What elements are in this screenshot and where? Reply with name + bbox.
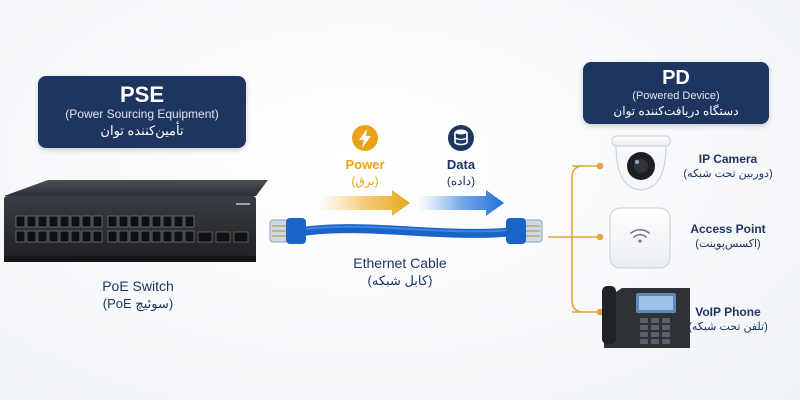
ethernet-port	[151, 230, 162, 243]
phone-key	[651, 318, 659, 323]
ethernet-port	[107, 230, 118, 243]
phone-key	[651, 339, 659, 344]
ethernet-port	[81, 230, 92, 243]
pse-subtitle-fa: تأمین‌کننده توان	[100, 123, 184, 138]
pd-subtitle: (Powered Device)	[632, 90, 720, 102]
ethernet-port	[81, 215, 92, 228]
access-point-icon	[609, 207, 671, 269]
phone-key	[662, 318, 670, 323]
power-arrow	[318, 190, 410, 216]
ethernet-port	[15, 230, 26, 243]
device-label-ip-camera: IP Camera (دوربین تحت شبکه)	[672, 152, 784, 182]
ethernet-port	[162, 230, 173, 243]
phone-key	[640, 325, 648, 330]
power-label: Power	[345, 157, 385, 172]
device-bracket	[548, 162, 604, 316]
database-icon	[448, 125, 474, 151]
power-label-fa: (برق)	[351, 174, 379, 188]
pd-title: PD	[662, 67, 690, 89]
ethernet-port	[118, 215, 129, 228]
phone-key	[651, 332, 659, 337]
device-name-fa: (اکسس‌پوینت)	[695, 238, 761, 250]
ethernet-port	[15, 215, 26, 228]
ethernet-port	[162, 215, 173, 228]
lightning-icon	[352, 125, 378, 151]
device-name: IP Camera	[698, 152, 758, 166]
device-label-voip-phone: VoIP Phone (تلفن تحت شبکه)	[672, 305, 784, 335]
device-label-access-point: Access Point (اکسس‌پوینت)	[672, 222, 784, 252]
pd-subtitle-fa: دستگاه دریافت‌کننده توان	[613, 104, 739, 118]
ethernet-port	[173, 230, 184, 243]
device-name: Access Point	[690, 222, 766, 236]
data-arrow	[418, 190, 504, 216]
ethernet-port	[140, 230, 151, 243]
pd-label-box: PD (Powered Device) دستگاه دریافت‌کننده …	[583, 62, 769, 124]
ethernet-port	[59, 230, 70, 243]
cable-label-fa: (کابل شبکه)	[367, 273, 433, 288]
poe-switch-image	[4, 180, 268, 262]
phone-key	[651, 325, 659, 330]
pse-subtitle: (Power Sourcing Equipment)	[65, 107, 219, 121]
data-label: Data	[446, 157, 476, 172]
phone-key	[662, 339, 670, 344]
ethernet-port	[92, 230, 103, 243]
ethernet-port	[70, 230, 81, 243]
switch-label-fa: (PoE سوئیچ)	[102, 296, 174, 311]
ethernet-port	[151, 215, 162, 228]
ethernet-port	[129, 215, 140, 228]
data-label-group: Data (داده)	[426, 157, 496, 189]
ethernet-port	[118, 230, 129, 243]
phone-icon	[602, 286, 690, 348]
ethernet-port	[129, 230, 140, 243]
switch-label: PoE Switch	[102, 278, 174, 294]
cable-label: Ethernet Cable	[353, 255, 447, 271]
ethernet-port	[92, 215, 103, 228]
power-label-group: Power (برق)	[330, 157, 400, 189]
cable-label-group: Ethernet Cable (کابل شبکه)	[340, 254, 460, 289]
ethernet-port	[184, 230, 195, 243]
ethernet-port	[173, 215, 184, 228]
ethernet-port	[48, 215, 59, 228]
ethernet-cable-image	[269, 218, 543, 244]
switch-label-group: PoE Switch (PoE سوئیچ)	[78, 277, 198, 312]
pse-label-box: PSE (Power Sourcing Equipment) تأمین‌کنن…	[38, 76, 246, 148]
device-name: VoIP Phone	[695, 305, 761, 319]
ethernet-port	[107, 215, 118, 228]
phone-key	[640, 332, 648, 337]
phone-key	[640, 339, 648, 344]
ethernet-port	[48, 230, 59, 243]
ethernet-port	[26, 230, 37, 243]
phone-key	[640, 318, 648, 323]
ethernet-port	[184, 215, 195, 228]
ip-camera-icon	[611, 135, 671, 191]
data-label-fa: (داده)	[446, 174, 476, 188]
device-name-fa: (تلفن تحت شبکه)	[688, 321, 768, 333]
device-name-fa: (دوربین تحت شبکه)	[683, 168, 773, 180]
ethernet-port	[26, 215, 37, 228]
ethernet-port	[140, 215, 151, 228]
ethernet-port	[37, 230, 48, 243]
phone-key	[662, 325, 670, 330]
ethernet-port	[59, 215, 70, 228]
ethernet-port	[37, 215, 48, 228]
wifi-icon	[630, 228, 650, 243]
ethernet-port	[70, 215, 81, 228]
pse-title: PSE	[119, 82, 165, 107]
phone-key	[662, 332, 670, 337]
